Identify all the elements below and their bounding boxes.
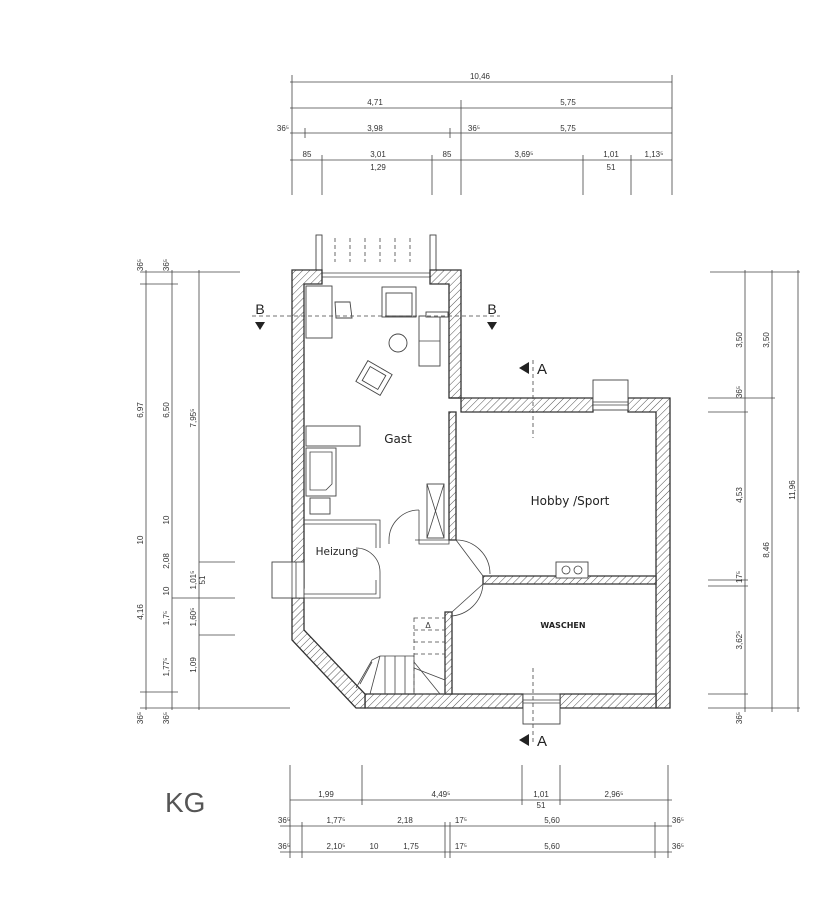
exterior-walls bbox=[291, 269, 671, 709]
lightwell-top bbox=[315, 234, 437, 278]
doors bbox=[355, 509, 491, 617]
dim-bottom2-wall-mid: 17⁵ bbox=[455, 816, 467, 825]
section-arrow-left-icon bbox=[255, 322, 265, 330]
dim-right-wall-bottom: 36⁵ bbox=[735, 712, 744, 724]
dim-top-window: 3,01 bbox=[370, 150, 386, 159]
dim-bottom2-seg2: 2,18 bbox=[397, 816, 413, 825]
dim-bottom-seg1: 1,99 bbox=[318, 790, 334, 799]
dim-left-gast-depth: 6,97 bbox=[136, 402, 145, 418]
dim-top-seg5: 1,01 bbox=[603, 150, 619, 159]
dim-top-window-height: 1,29 bbox=[370, 163, 386, 172]
dim-right-wall2: 17⁵ bbox=[735, 571, 744, 583]
dim-top-total: 10,46 bbox=[470, 72, 491, 81]
dim-right-hobby: 4,53 bbox=[735, 487, 744, 503]
dim-inner-window-h: 51 bbox=[198, 575, 207, 584]
furniture-gast bbox=[305, 285, 449, 539]
svg-text:Δ: Δ bbox=[425, 621, 431, 630]
shelf bbox=[305, 425, 361, 447]
dim-bottom3-seg1: 2,10⁵ bbox=[327, 842, 346, 851]
staircase: Δ bbox=[355, 617, 446, 695]
section-arrow-right-icon bbox=[487, 322, 497, 330]
section-arrow-bottom-icon bbox=[519, 734, 529, 746]
section-line-a: A A bbox=[519, 360, 547, 750]
dim-top-right: 5,75 bbox=[560, 98, 576, 107]
dim-top-hobby-width: 5,75 bbox=[560, 124, 576, 133]
dim-right-mid-lower: 8,46 bbox=[762, 542, 771, 558]
dim-mid-wall1: 10 bbox=[162, 515, 171, 524]
room-label-heizung: Heizung bbox=[316, 546, 359, 558]
dim-right-waschen: 3,62⁵ bbox=[735, 631, 744, 650]
section-b-right-label: B bbox=[487, 301, 496, 317]
top-dimension-chain: 10,46 4,71 5,75 36⁵ 3,98 36⁵ 5,75 85 3,0… bbox=[277, 72, 673, 195]
armchair bbox=[355, 359, 393, 397]
dim-mid-gast: 6,50 bbox=[162, 402, 171, 418]
dim-bottom3-wall-right: 36⁵ bbox=[672, 842, 684, 851]
dim-mid-stairs: 1,77⁵ bbox=[162, 658, 171, 677]
dim-inner-seg: 1,60⁵ bbox=[189, 608, 198, 627]
dim-bottom-window-h: 51 bbox=[537, 801, 546, 810]
dim-left-lower: 4,16 bbox=[136, 604, 145, 620]
dim-top-seg6: 1,13⁵ bbox=[645, 150, 664, 159]
interior-walls bbox=[304, 411, 657, 695]
dim-mid-heizung: 2,08 bbox=[162, 553, 171, 569]
dim-left-wall-bottom: 36⁵ bbox=[136, 712, 145, 724]
section-arrow-top-icon bbox=[519, 362, 529, 374]
dim-bottom-seg4: 2,96⁵ bbox=[605, 790, 624, 799]
dim-right-wall1: 36⁵ bbox=[735, 386, 744, 398]
dim-top-wall-left: 36⁵ bbox=[277, 124, 289, 133]
dim-left-inner-wall: 10 bbox=[136, 535, 145, 544]
dim-inner-bottom: 1,09 bbox=[189, 657, 198, 673]
dim-bottom3-wall: 10 bbox=[370, 842, 379, 851]
right-dimension-chain: 3,50 36⁵ 4,53 17⁵ 3,62⁵ 36⁵ 3,50 8,46 11… bbox=[708, 270, 800, 724]
dim-top-gast-width: 3,98 bbox=[367, 124, 383, 133]
dim-bottom3-wall-mid: 17⁵ bbox=[455, 842, 467, 851]
dim-top-wall-mid: 36⁵ bbox=[468, 124, 480, 133]
dim-inner-upper: 7,95⁵ bbox=[189, 409, 198, 428]
dim-mid-wall-top: 36⁵ bbox=[162, 259, 171, 271]
dim-mid-seg: 1,7⁵ bbox=[162, 611, 171, 625]
dim-bottom3-seg2: 1,75 bbox=[403, 842, 419, 851]
room-label-waschen: WASCHEN bbox=[540, 621, 585, 630]
section-a-top-label: A bbox=[537, 361, 547, 378]
dim-bottom2-wall-right: 36⁵ bbox=[672, 816, 684, 825]
bottom-dimension-chain: 1,99 4,49⁵ 1,01 2,96⁵ 51 36⁵ 1,77⁵ 2,18 … bbox=[278, 765, 684, 858]
dim-top-seg1: 85 bbox=[303, 150, 312, 159]
desk-chair bbox=[334, 301, 353, 319]
left-dimension-chain: 36⁵ 6,97 10 4,16 36⁵ 36⁵ 6,50 10 2,08 10… bbox=[136, 259, 290, 724]
dim-top-seg5-height: 51 bbox=[607, 163, 616, 172]
windows bbox=[271, 379, 629, 725]
desk bbox=[305, 285, 333, 339]
dim-mid-wall-bottom: 36⁵ bbox=[162, 712, 171, 724]
bed bbox=[305, 447, 337, 497]
dim-bottom2-seg1: 1,77⁵ bbox=[327, 816, 346, 825]
dim-left-wall-top: 36⁵ bbox=[136, 259, 145, 271]
dim-bottom3-wall-left: 36⁵ bbox=[278, 842, 290, 851]
floor-title: KG bbox=[165, 787, 205, 818]
dim-bottom-seg2: 4,49⁵ bbox=[432, 790, 451, 799]
dim-right-mid-upper: 3,50 bbox=[762, 332, 771, 348]
dim-right-total: 11,96 bbox=[788, 480, 797, 500]
dim-mid-wall2: 10 bbox=[162, 586, 171, 595]
dim-top-seg4: 3,69⁵ bbox=[515, 150, 534, 159]
dim-bottom-window: 1,01 bbox=[533, 790, 549, 799]
round-table bbox=[388, 333, 408, 353]
room-label-hobby: Hobby /Sport bbox=[531, 494, 610, 508]
dim-bottom3-waschen: 5,60 bbox=[544, 842, 560, 851]
nightstand bbox=[309, 497, 331, 515]
section-a-bottom-label: A bbox=[537, 733, 547, 750]
dim-right-upper: 3,50 bbox=[735, 332, 744, 348]
dim-top-seg3: 85 bbox=[443, 150, 452, 159]
section-b-left-label: B bbox=[255, 301, 264, 317]
dim-top-left: 4,71 bbox=[367, 98, 383, 107]
section-line-b: B B bbox=[252, 301, 500, 330]
dim-bottom2-waschen: 5,60 bbox=[544, 816, 560, 825]
room-label-gast: Gast bbox=[384, 432, 412, 446]
dim-inner-window: 1,01⁵ bbox=[189, 571, 198, 590]
dim-bottom2-wall-left: 36⁵ bbox=[278, 816, 290, 825]
